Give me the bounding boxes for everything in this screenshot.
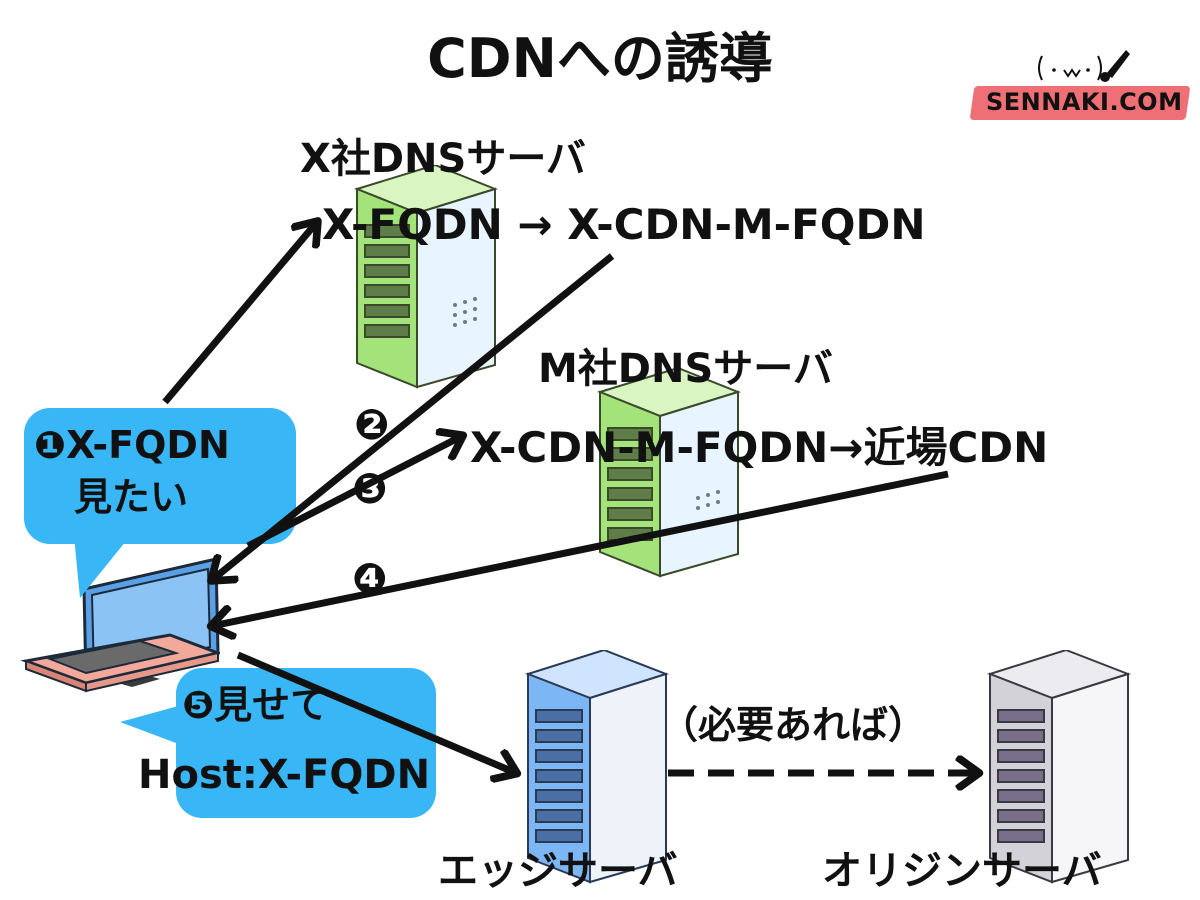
step1-bubble-tail-icon <box>74 536 130 598</box>
x-dns-server-label: X社DNSサーバ <box>300 136 586 182</box>
logo-text: SENNAKI.COM <box>986 88 1183 116</box>
m-dns-server-label: M社DNSサーバ <box>538 346 833 392</box>
origin-server-label: オリジンサーバ <box>822 848 1102 894</box>
edge-server-rack-icon <box>524 650 670 884</box>
step5-text-line2: Host:X-FQDN <box>138 752 431 798</box>
step3-marker: ❸ <box>352 464 388 513</box>
step5-bubble <box>176 668 436 818</box>
x-dns-record-text: X-FQDN → X-CDN-M-FQDN <box>322 200 926 249</box>
step1-bubble <box>24 408 296 544</box>
page-title: CDNへの誘導 <box>427 27 773 90</box>
m-dns-record-text: X-CDN-M-FQDN→近場CDN <box>470 423 1049 472</box>
arrow-step2 <box>212 253 615 580</box>
laptop-client-icon <box>20 557 220 693</box>
arrow-step1 <box>162 222 317 405</box>
x-dns-server-rack-icon <box>353 165 499 389</box>
step5-text-line1: ❺見せて <box>182 683 329 727</box>
step2-marker: ❷ <box>354 400 390 449</box>
optional-fetch-note: （必要あれば） <box>660 703 927 747</box>
step1-text-line1: ❶X-FQDN <box>34 423 230 467</box>
step1-text-line2: 見たい <box>74 475 189 519</box>
step4-marker: ❹ <box>352 554 388 603</box>
origin-server-rack-icon <box>986 650 1132 884</box>
arrow-step4 <box>212 470 949 626</box>
arrow-step5 <box>236 651 516 773</box>
logo-mascot-icon <box>1038 50 1130 82</box>
step5-bubble-tail-icon <box>120 700 200 752</box>
arrow-step3 <box>246 436 462 550</box>
edge-server-label: エッジサーバ <box>438 848 678 894</box>
